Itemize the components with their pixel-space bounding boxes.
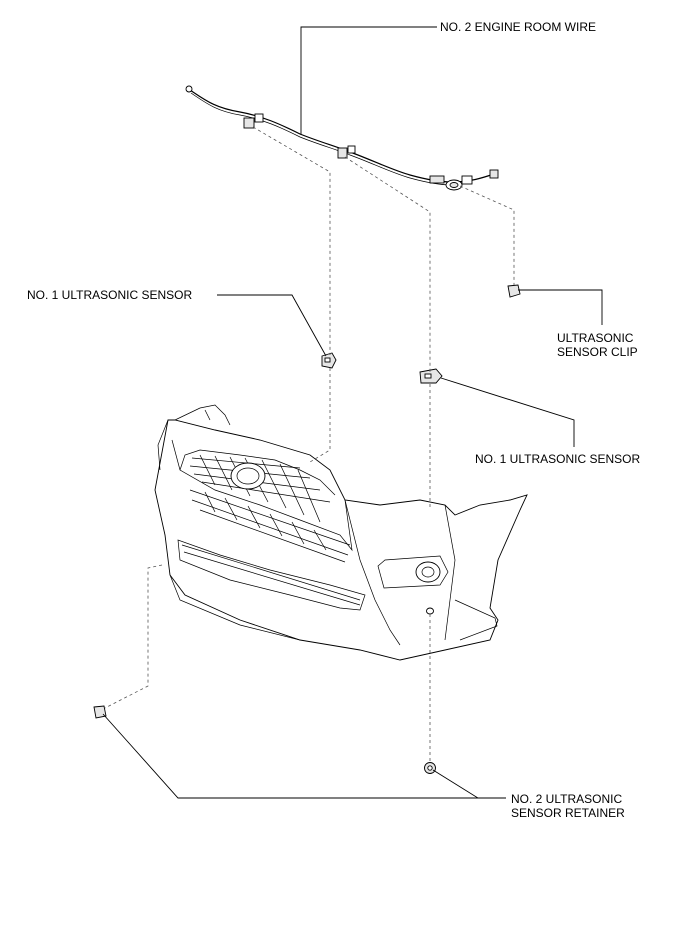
sensor-retainer-left-part	[93, 705, 107, 719]
ultrasonic-sensor-clip-part	[507, 284, 521, 298]
label-sensor-clip-line1: ULTRASONIC	[557, 331, 634, 345]
label-retainer-line2: SENSOR RETAINER	[511, 806, 625, 820]
label-retainer-line1: NO. 2 ULTRASONIC	[511, 792, 623, 806]
ultrasonic-sensor-right-part	[419, 368, 443, 384]
ultrasonic-sensor-left-part	[321, 352, 337, 369]
label-engine-room-wire: NO. 2 ENGINE ROOM WIRE	[440, 20, 597, 34]
label-sensor-clip-line2: SENSOR CLIP	[557, 345, 638, 359]
label-ultrasonic-sensor-right: NO. 1 ULTRASONIC SENSOR	[475, 452, 641, 466]
label-ultrasonic-sensor-left: NO. 1 ULTRASONIC SENSOR	[27, 288, 193, 302]
alignment-lines	[104, 126, 515, 762]
engine-room-wire-harness	[185, 85, 499, 191]
sensor-retainer-right-part	[424, 762, 436, 774]
front-bumper-cover	[154, 404, 528, 661]
leader-lines	[102, 26, 603, 799]
